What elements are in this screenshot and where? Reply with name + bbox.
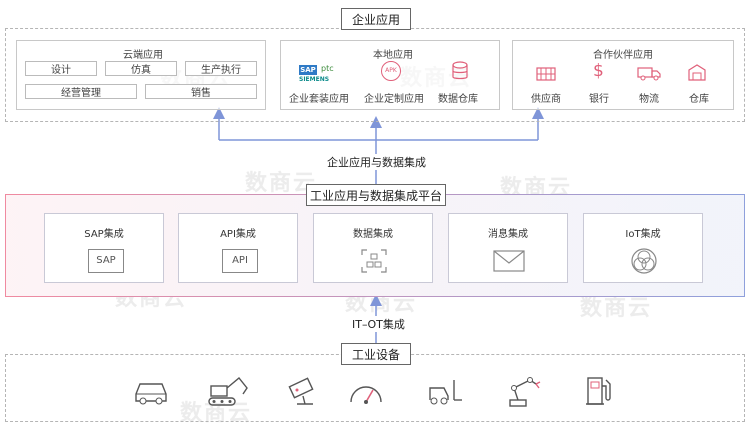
label-custom-apps: 企业定制应用 — [364, 94, 424, 105]
sap-icon: SAP — [88, 249, 124, 273]
card-iot-title: IoT集成 — [625, 229, 661, 240]
watermark: 数商云 — [580, 296, 653, 321]
warehouse-icon — [688, 64, 706, 81]
card-message-integration: 消息集成 — [448, 213, 568, 283]
gauge-icon — [350, 386, 382, 404]
label-bank: 银行 — [589, 94, 609, 105]
bank-icon: $ — [593, 61, 604, 81]
database-icon — [452, 61, 468, 80]
api-icon: API — [222, 249, 258, 273]
partner-apps-title: 合作伙伴应用 — [593, 50, 653, 61]
camera-icon — [288, 377, 314, 405]
chip-management: 经营管理 — [25, 84, 137, 99]
apk-icon: APK — [381, 61, 401, 81]
siemens-logo: SIEMENS — [299, 76, 330, 83]
data-integration-icon — [361, 249, 387, 273]
card-sap-integration: SAP集成 SAP — [44, 213, 164, 283]
equipment-title: 工业设备 — [341, 343, 411, 365]
car-icon — [135, 383, 167, 405]
card-api-integration: API集成 API — [178, 213, 298, 283]
it-ot-integration-label: IT–OT集成 — [350, 316, 407, 332]
enterprise-integration-label: 企业应用与数据集成 — [325, 154, 428, 170]
cloud-apps-title: 云端应用 — [123, 50, 163, 61]
label-data-warehouse: 数据仓库 — [438, 94, 478, 105]
logistics-icon — [637, 67, 661, 81]
card-sap-title: SAP集成 — [84, 229, 124, 240]
forklift-icon — [429, 380, 462, 405]
ptc-logo: ptc — [321, 64, 334, 73]
label-logistics: 物流 — [639, 94, 659, 105]
local-apps-panel: 本地应用 SAP ptc SIEMENS APK 企业套装应用 企业定制应用 数… — [280, 40, 500, 110]
watermark: 数商云 — [245, 171, 318, 196]
card-data-integration: 数据集成 — [313, 213, 433, 283]
chip-production: 生产执行 — [185, 61, 257, 76]
card-iot-integration: IoT集成 — [583, 213, 703, 283]
platform-title: 工业应用与数据集成平台 — [306, 184, 446, 206]
label-warehouse: 仓库 — [689, 94, 709, 105]
label-supplier: 供应商 — [531, 94, 561, 105]
chip-simulation: 仿真 — [105, 61, 177, 76]
supplier-icon — [536, 67, 556, 81]
chip-design: 设计 — [25, 61, 97, 76]
local-apps-title: 本地应用 — [373, 50, 413, 61]
enterprise-apps-title: 企业应用 — [341, 8, 411, 30]
mail-icon — [493, 250, 525, 272]
card-message-title: 消息集成 — [488, 229, 528, 240]
fuel-pump-icon — [586, 377, 611, 405]
sap-logo: SAP — [299, 65, 317, 75]
robot-arm-icon — [509, 377, 541, 407]
card-data-title: 数据集成 — [353, 229, 393, 240]
partner-apps-panel: 合作伙伴应用 $ 供应商 银行 物流 仓库 — [512, 40, 734, 110]
chip-sales: 销售 — [145, 84, 257, 99]
excavator-icon — [208, 377, 248, 406]
cloud-apps-panel: 云端应用 设计 仿真 生产执行 经营管理 销售 — [16, 40, 266, 110]
card-api-title: API集成 — [220, 229, 256, 240]
label-suite-apps: 企业套装应用 — [289, 94, 349, 105]
iot-icon — [631, 248, 657, 274]
